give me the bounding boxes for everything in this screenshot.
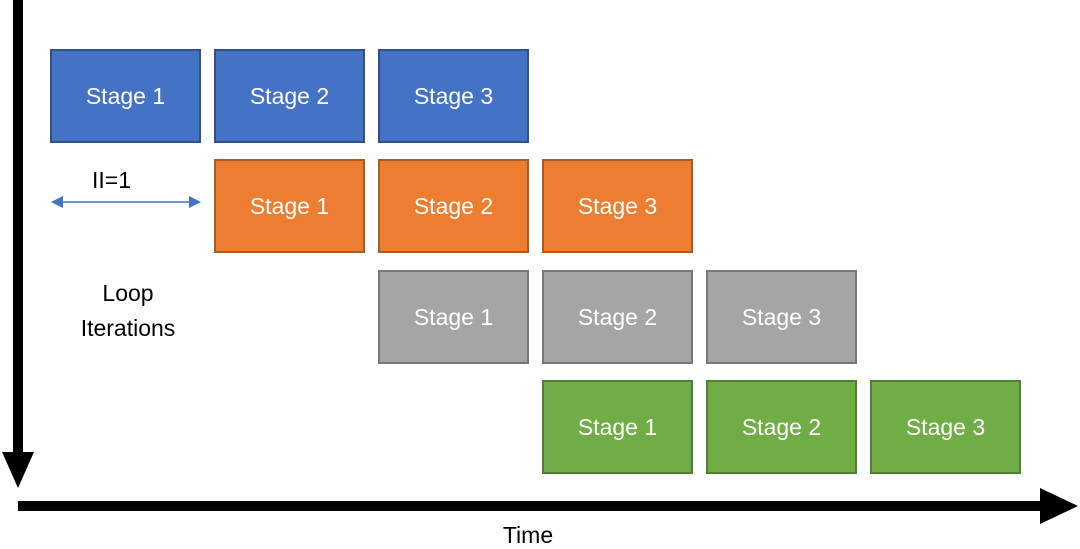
iteration-1-stage-2-box: Stage 2 [214,49,365,143]
ii-arrow-left-head [51,196,63,208]
y-axis-label-line1: Loop [102,280,154,306]
iteration-2-stage-2-box: Stage 2 [378,159,529,253]
iteration-3-stage-1-box: Stage 1 [378,270,529,364]
iteration-3-stage-2-box: Stage 2 [542,270,693,364]
ii-arrow-right-head [189,196,201,208]
x-axis-label: Time [502,522,554,548]
iteration-4-stage-3-box: Stage 3 [870,380,1021,474]
iteration-3-stage-3-box: Stage 3 [706,270,857,364]
y-axis-arrowhead [2,452,34,488]
iteration-4-stage-1-box: Stage 1 [542,380,693,474]
y-axis-label-line2: Iterations [80,315,176,341]
iteration-1-stage-1-box: Stage 1 [50,49,201,143]
iteration-4-stage-2-box: Stage 2 [706,380,857,474]
iteration-2-stage-1-box: Stage 1 [214,159,365,253]
x-axis-arrowhead [1040,488,1078,524]
iteration-2-stage-3-box: Stage 3 [542,159,693,253]
ii-label: II=1 [92,167,132,193]
iteration-1-stage-3-box: Stage 3 [378,49,529,143]
